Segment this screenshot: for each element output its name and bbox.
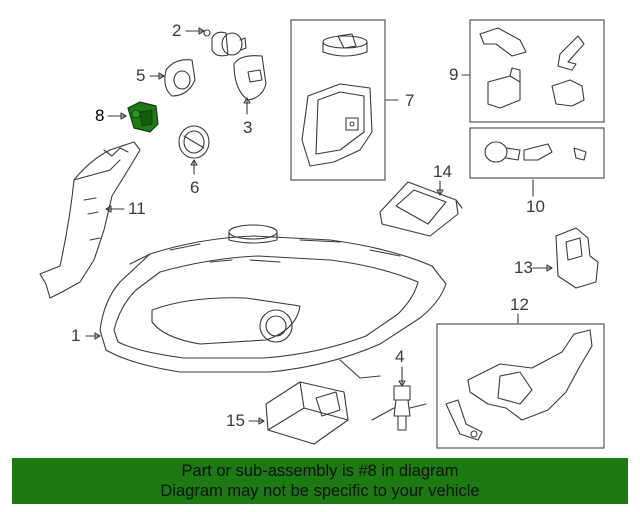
callout-2: 2 — [172, 21, 181, 40]
part-12-box — [436, 323, 605, 449]
callout-6: 6 — [190, 178, 199, 197]
banner-line-1: Part or sub-assembly is #8 in diagram — [181, 462, 459, 480]
part-1-headlamp-housing — [99, 224, 447, 379]
part-15-ballast — [265, 381, 349, 445]
info-banner: Part or sub-assembly is #8 in diagram Di… — [12, 458, 628, 504]
part-14-control-module — [379, 181, 463, 237]
callout-1: 1 — [71, 326, 80, 345]
part-6-round-cover — [178, 125, 210, 159]
part-7-box — [290, 19, 386, 181]
callout-9: 9 — [449, 65, 458, 84]
callout-5: 5 — [136, 66, 145, 85]
part-4-bulb — [371, 385, 427, 431]
leader-lines — [85, 27, 553, 425]
headlamp-parts-diagram: 2 5 8 3 6 7 9 10 11 14 13 12 1 4 15 — [39, 19, 605, 449]
callout-11: 11 — [128, 199, 146, 218]
part-12-harness-bracket — [445, 329, 593, 441]
callout-15: 15 — [226, 411, 245, 430]
callout-13: 13 — [514, 258, 533, 277]
callout-7: 7 — [405, 91, 414, 110]
part-5-retaining-ring — [164, 59, 196, 97]
part-11-trim-panel — [39, 141, 141, 299]
part-3-cover-cap — [233, 55, 267, 101]
part-7-reflector-assembly — [301, 33, 373, 167]
part-2-bulb-socket — [203, 29, 247, 57]
part-10-fastener-kit — [484, 141, 587, 163]
part-10-box — [469, 127, 605, 179]
part-9-box — [469, 19, 605, 123]
part-9-bracket-kit — [479, 27, 585, 109]
banner-line-2: Diagram may not be specific to your vehi… — [160, 482, 480, 500]
part-13-connector — [555, 227, 599, 289]
callout-10: 10 — [526, 197, 545, 216]
callout-12: 12 — [510, 295, 529, 314]
callout-3: 3 — [243, 118, 252, 137]
callout-4: 4 — [395, 347, 404, 366]
part-8-connector-highlighted — [127, 101, 159, 133]
callout-14: 14 — [433, 162, 452, 181]
callout-8: 8 — [95, 106, 104, 125]
